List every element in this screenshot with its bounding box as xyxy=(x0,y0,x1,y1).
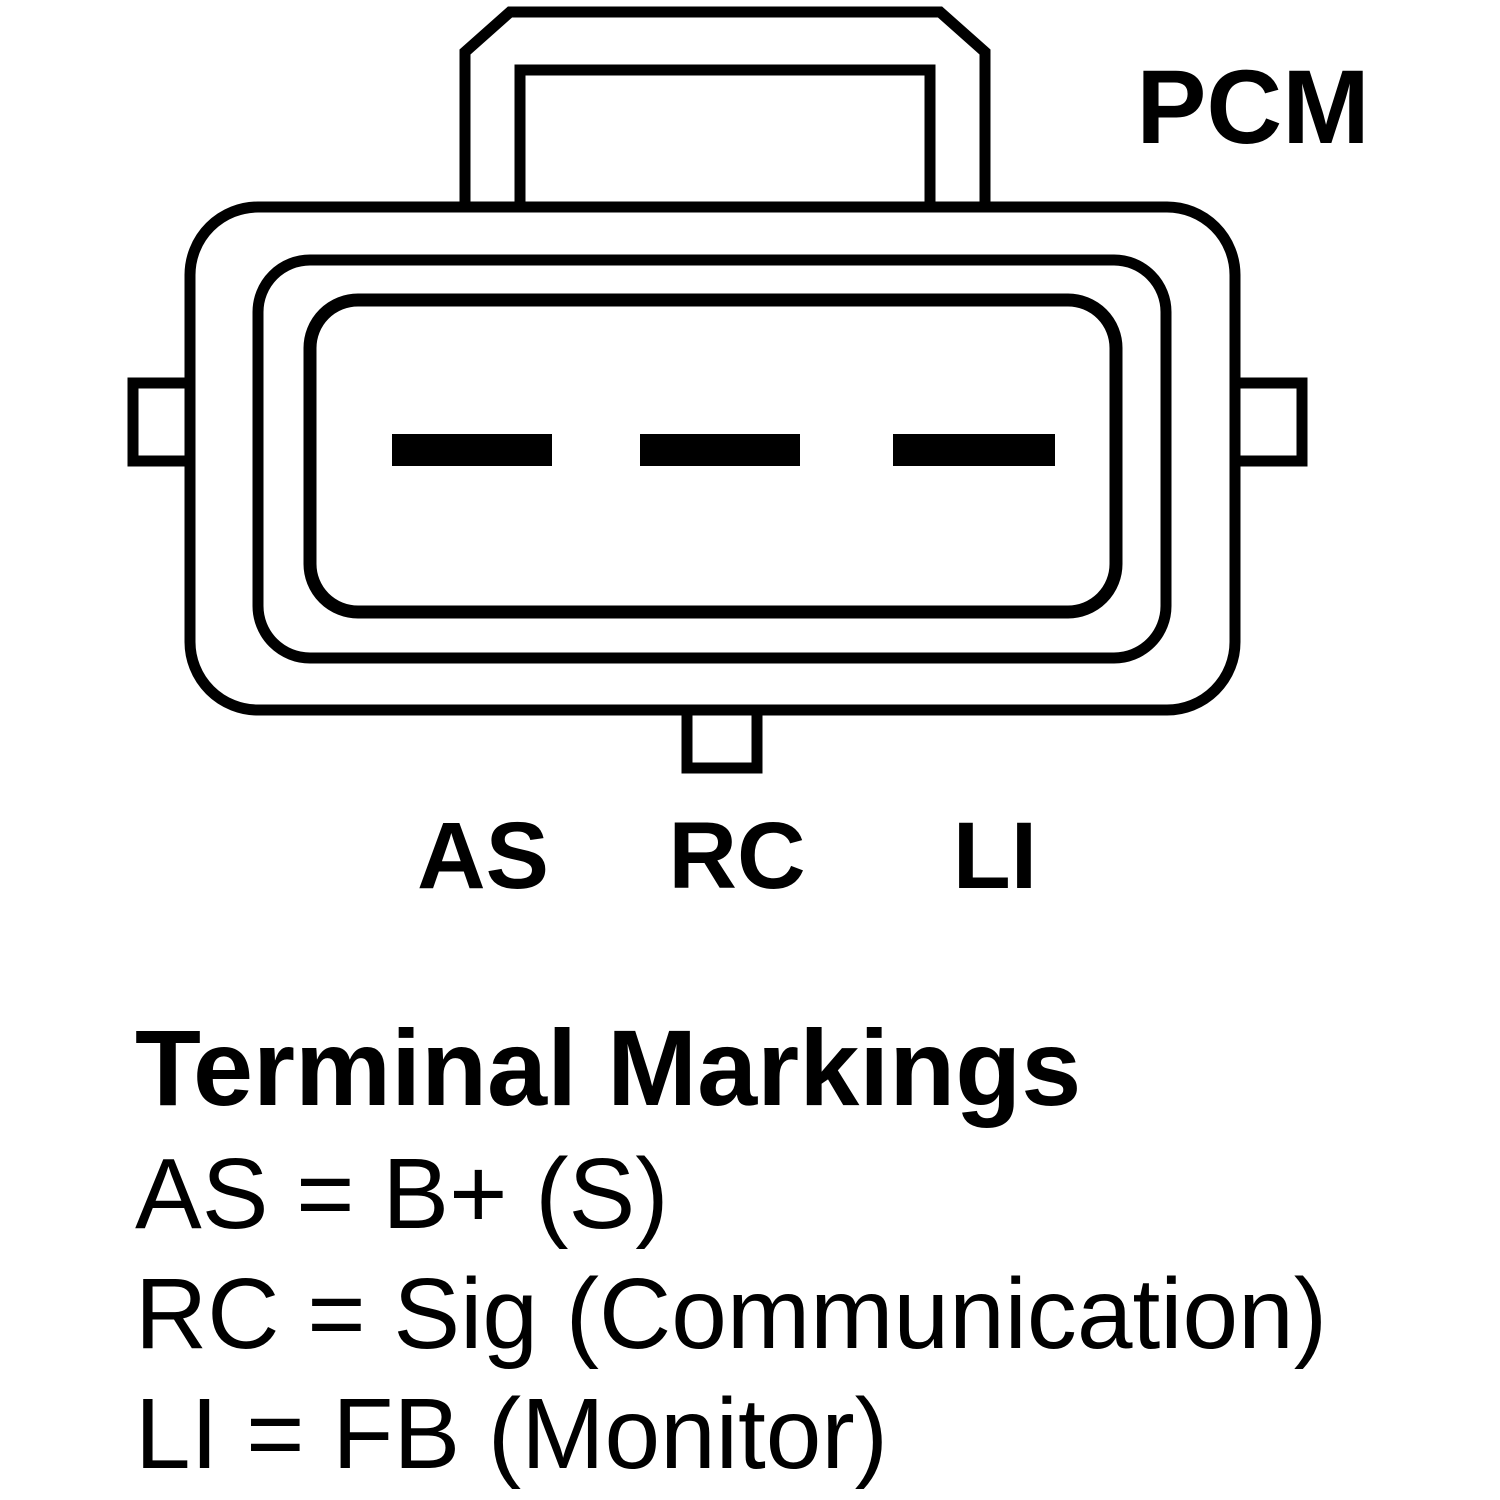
pin-slot-li xyxy=(893,434,1055,466)
right-side-tab xyxy=(1226,377,1308,467)
terminal-label-as: AS xyxy=(417,803,549,909)
legend-line-li: LI = FB (Monitor) xyxy=(135,1378,888,1490)
connector-opening xyxy=(303,293,1123,619)
latch-inner-tab xyxy=(514,64,936,221)
pcm-label: PCM xyxy=(1136,49,1369,166)
pin-slot-as xyxy=(392,434,552,466)
pin-slot-rc xyxy=(640,434,800,466)
legend-line-rc: RC = Sig (Communication) xyxy=(135,1258,1327,1370)
terminal-label-rc: RC xyxy=(668,803,805,909)
legend-title: Terminal Markings xyxy=(135,1007,1081,1128)
legend-line-as: AS = B+ (S) xyxy=(135,1138,669,1250)
bottom-index-tab xyxy=(681,704,763,774)
connector-body-middle xyxy=(252,254,1172,664)
terminal-label-li: LI xyxy=(953,803,1037,909)
